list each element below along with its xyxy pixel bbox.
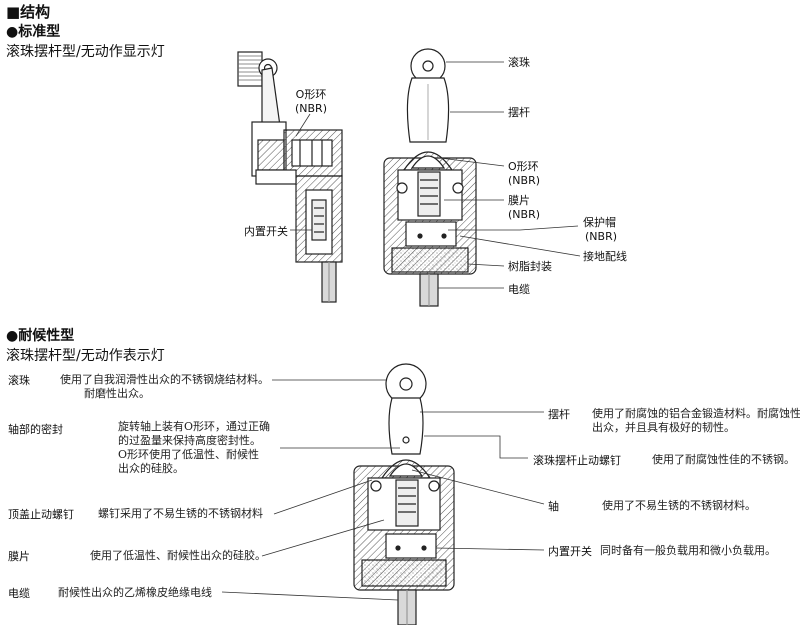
label-ground-wire: 接地配线 <box>583 250 627 263</box>
desc-diaphragm: 使用了低温性、耐候性出众的硅胶。 <box>90 549 266 562</box>
label-cap-screw: 顶盖止动螺钉 <box>8 508 74 521</box>
desc-shaft-seal-line2: 的过盈量来保持高度密封性。 <box>118 434 261 447</box>
label-nbr-left: (NBR) <box>294 102 327 115</box>
desc-lever-line2: 出众，并且具有极好的韧性。 <box>592 421 735 434</box>
desc-shaft: 使用了不易生锈的不锈钢材料。 <box>602 499 756 512</box>
standard-front-view <box>383 48 477 307</box>
label-nbr-cap: (NBR) <box>585 230 618 243</box>
desc-shaft-seal-line4: 出众的硅胶。 <box>118 462 184 475</box>
label-shaft-seal: 轴部的密封 <box>8 423 63 436</box>
label-cable-1: 电缆 <box>508 283 530 296</box>
desc-shaft-seal-line3: O形环使用了低温性、耐候性 <box>118 448 260 461</box>
label-resin-seal: 树脂封装 <box>508 260 552 273</box>
label-o-ring-left: O形环 <box>295 88 327 101</box>
label-shaft: 轴 <box>548 500 559 513</box>
weatherproof-type-title: 滚珠摆杆型/无动作表示灯 <box>6 348 165 364</box>
desc-builtin-switch: 同时备有一般负载用和微小负载用。 <box>600 544 776 557</box>
desc-lever-stop-screw: 使用了耐腐蚀性佳的不锈钢。 <box>652 453 795 466</box>
label-lever-stop-screw: 滚珠摆杆止动螺钉 <box>533 454 621 467</box>
label-protective-cap: 保护帽 <box>583 216 616 229</box>
label-roller-2: 滚珠 <box>8 374 30 387</box>
label-roller-1: 滚珠 <box>508 56 530 69</box>
label-lever-1: 摆杆 <box>508 106 530 119</box>
section-heading: ■结构 <box>6 3 51 21</box>
desc-cable: 耐候性出众的乙烯橡皮绝缘电线 <box>58 586 212 599</box>
label-builtin-switch-2: 内置开关 <box>548 545 592 558</box>
desc-cap-screw: 螺钉采用了不易生锈的不锈钢材料 <box>98 507 263 520</box>
label-nbr-right2: (NBR) <box>508 208 541 221</box>
standard-side-view <box>237 51 343 303</box>
label-builtin-switch-1: 内置开关 <box>244 225 288 238</box>
label-diaphragm-2: 膜片 <box>8 550 30 563</box>
label-lever-2: 摆杆 <box>548 408 570 421</box>
desc-shaft-seal-line1: 旋转轴上装有O形环，通过正确 <box>118 420 271 433</box>
desc-lever-line1: 使用了耐腐蚀的铝合金锻造材料。耐腐蚀性 <box>592 407 800 420</box>
weatherproof-type-heading: ●耐候性型 <box>6 328 75 344</box>
label-o-ring-right: O形环 <box>508 160 539 173</box>
label-diaphragm-1: 膜片 <box>508 194 530 207</box>
desc-roller-line1: 使用了自我润滑性出众的不锈钢烧结材料。 <box>60 373 269 386</box>
standard-type-title: 滚珠摆杆型/无动作显示灯 <box>6 44 165 60</box>
desc-roller-line2: 耐磨性出众。 <box>84 387 150 400</box>
standard-type-heading: ●标准型 <box>6 24 61 40</box>
label-nbr-right1: (NBR) <box>508 174 541 187</box>
label-cable-2: 电缆 <box>8 587 30 600</box>
weatherproof-front-view <box>353 363 455 625</box>
